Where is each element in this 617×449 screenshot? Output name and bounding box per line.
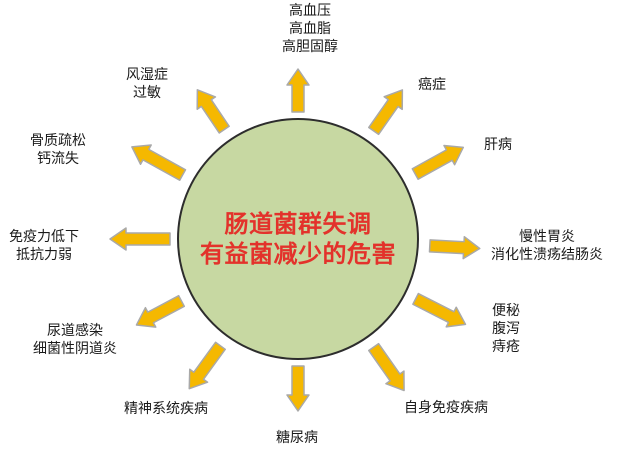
label-mental-line1: 精神系统疾病 (124, 401, 208, 417)
label-cancer-line1: 癌症 (418, 77, 446, 93)
center-title-line1: 肠道菌群失调 (224, 210, 372, 238)
arrow-mental-icon (188, 341, 227, 390)
label-allergy: 风湿症 过敏 (118, 66, 176, 102)
label-immunity-line2: 抵抗力弱 (16, 247, 72, 263)
arrow-autoimmune-icon (368, 342, 405, 392)
label-bowel-line2: 腹泻 (492, 321, 520, 337)
label-allergy-line2: 过敏 (133, 85, 161, 101)
arrow-allergy-icon (196, 89, 230, 134)
arrow-liver-icon (411, 144, 465, 180)
label-hypertension: 高血压 高血脂 高胆固醇 (270, 2, 350, 56)
label-urinary-line1: 尿道感染 (47, 323, 103, 339)
label-immunity: 免疫力低下 抵抗力弱 (0, 228, 88, 264)
arrow-immunity-icon (109, 227, 171, 251)
label-bone-line2: 钙流失 (37, 151, 79, 167)
label-liver-disease: 肝病 (478, 136, 518, 154)
label-urinary-line2: 细菌性阴道炎 (33, 341, 117, 357)
center-title-line2: 有益菌减少的危害 (200, 240, 396, 268)
label-bowel-line1: 便秘 (492, 303, 520, 319)
label-autoimmune-line1: 自身免疫疾病 (404, 400, 488, 416)
label-bowel: 便秘 腹泻 痔疮 (483, 302, 529, 356)
label-gastro-line2: 消化性溃疡结肠炎 (491, 247, 603, 263)
label-bone: 骨质疏松 钙流失 (22, 132, 94, 168)
center-circle: 肠道菌群失调 有益菌减少的危害 (177, 118, 419, 360)
arrow-diabetes-icon (286, 365, 310, 412)
arrow-cancer-icon (368, 89, 404, 136)
arrow-bone-icon (131, 144, 187, 181)
label-diabetes-line1: 糖尿病 (276, 430, 318, 446)
label-cholesterol-line3: 高胆固醇 (282, 39, 338, 55)
label-bone-line1: 骨质疏松 (30, 133, 86, 149)
label-allergy-line1: 风湿症 (126, 67, 168, 83)
label-immunity-line1: 免疫力低下 (9, 229, 79, 245)
arrow-urinary-icon (135, 294, 186, 328)
label-mental: 精神系统疾病 (112, 400, 220, 418)
label-gastritis: 慢性胃炎 消化性溃疡结肠炎 (482, 228, 612, 264)
arrow-top-icon (286, 68, 310, 113)
label-gastro-line1: 慢性胃炎 (519, 229, 575, 245)
label-urinary: 尿道感染 细菌性阴道炎 (20, 322, 130, 358)
label-autoimmune: 自身免疫疾病 (394, 399, 498, 417)
label-cancer: 癌症 (412, 76, 452, 94)
label-hypertension-line1: 高血压 (289, 3, 331, 19)
label-diabetes: 糖尿病 (264, 429, 330, 447)
label-liver-line1: 肝病 (484, 137, 512, 153)
arrow-bowel-icon (412, 292, 467, 328)
arrow-gastro-icon (428, 235, 481, 260)
label-hyperlipidemia-line2: 高血脂 (289, 21, 331, 37)
label-bowel-line3: 痔疮 (492, 339, 520, 355)
